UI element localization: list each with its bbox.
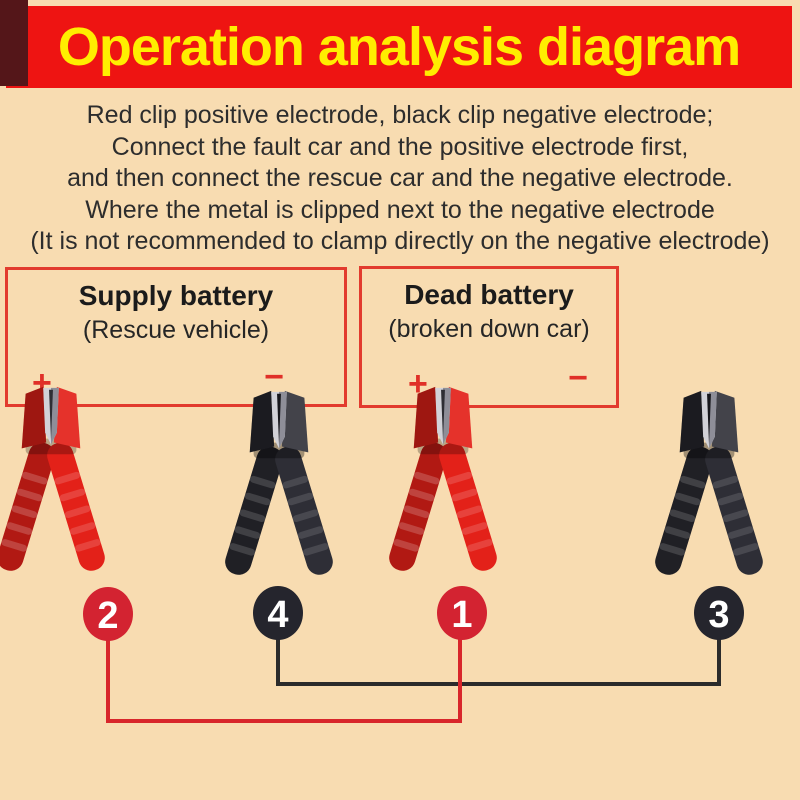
black-wire-horizontal xyxy=(276,682,721,686)
instruction-line-4: Where the metal is clipped next to the n… xyxy=(85,195,715,224)
svg-text:2: 2 xyxy=(97,595,118,637)
dead-minus-sign: − xyxy=(568,359,588,397)
instruction-line-2: Connect the fault car and the positive e… xyxy=(111,132,689,161)
black-clamp-dead-negative-icon xyxy=(655,390,763,575)
supply-battery-title: Supply battery xyxy=(78,280,274,311)
instruction-line-3: and then connect the rescue car and the … xyxy=(67,164,733,192)
supply-battery-subtitle: (Rescue vehicle) xyxy=(82,316,270,344)
red-wire-left-vertical xyxy=(106,637,110,723)
svg-text:4: 4 xyxy=(267,594,288,636)
dead-battery-subtitle: (broken down car) xyxy=(388,315,590,343)
corner-artifact xyxy=(0,0,28,86)
step-circle-4: 4 xyxy=(253,586,303,640)
svg-text:3: 3 xyxy=(708,594,729,636)
supply-minus-sign: − xyxy=(264,358,284,396)
red-wire-right-vertical xyxy=(458,637,462,723)
supply-battery-box: Supply battery (Rescue vehicle) + − xyxy=(5,267,347,407)
step-circle-3: 3 xyxy=(694,586,744,640)
instruction-line-1: Red clip positive electrode, black clip … xyxy=(86,101,714,129)
red-clamp-dead-positive-icon xyxy=(389,386,497,571)
instructions: Red clip positive electrode, black clip … xyxy=(0,100,800,258)
instruction-line-5: (It is not recommended to clamp directly… xyxy=(30,227,770,255)
dead-battery-title: Dead battery xyxy=(404,279,574,310)
red-wire-horizontal xyxy=(106,719,462,723)
step-circle-2: 2 xyxy=(83,587,133,641)
step-circle-1: 1 xyxy=(437,586,487,640)
red-clamp-supply-positive-icon xyxy=(0,386,105,571)
svg-text:1: 1 xyxy=(451,594,472,636)
black-wire-right-vertical xyxy=(717,636,721,686)
page-title: Operation analysis diagram xyxy=(57,17,741,77)
black-clamp-supply-negative-icon xyxy=(225,390,333,575)
black-wire-left-vertical xyxy=(276,636,280,686)
header-banner: Operation analysis diagram xyxy=(6,6,792,88)
dead-battery-box: Dead battery (broken down car) + − xyxy=(359,266,619,408)
